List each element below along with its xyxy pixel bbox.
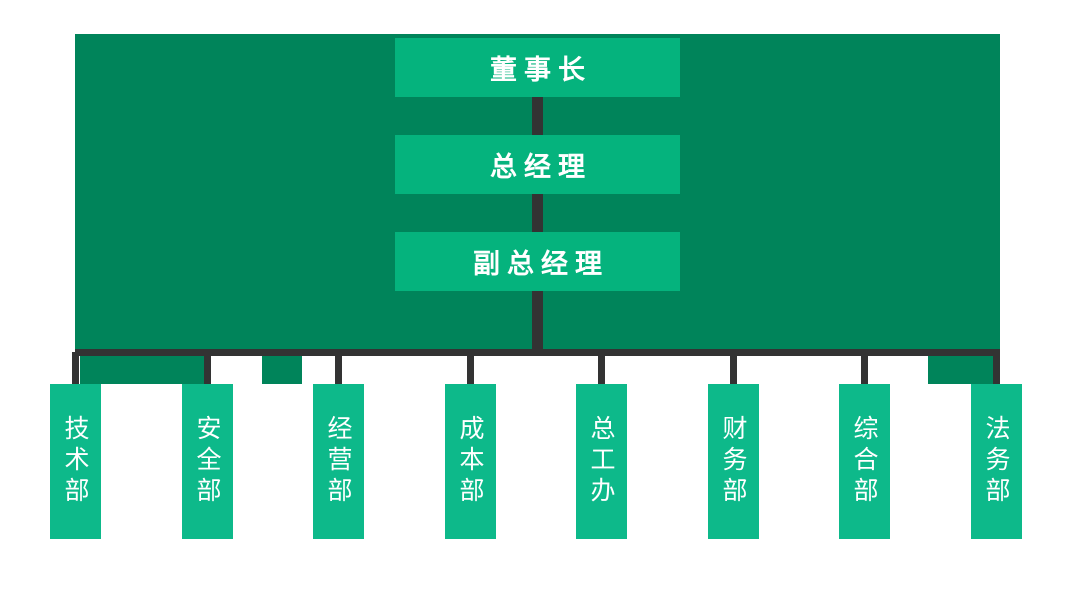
node-deputy-general-manager[interactable]: 副总经理 <box>395 232 680 291</box>
connector-drop-finance <box>730 352 737 388</box>
connector-drop-cost <box>467 352 474 388</box>
connector-general-manager-to-deputy <box>532 194 543 232</box>
connector-chairman-to-general-manager <box>532 97 543 135</box>
department-bus-line <box>75 349 1000 356</box>
node-department-general-affairs[interactable]: 综合部 <box>839 384 890 539</box>
connector-drop-general-affairs <box>861 352 868 388</box>
connector-drop-safety <box>204 352 211 388</box>
department-label: 安全部 <box>193 415 222 508</box>
connector-drop-legal <box>993 352 1000 388</box>
node-department-legal[interactable]: 法务部 <box>971 384 1022 539</box>
node-chairman[interactable]: 董事长 <box>395 38 680 97</box>
panel-overhang-block-left <box>80 354 205 384</box>
node-department-operations[interactable]: 经营部 <box>313 384 364 539</box>
department-label: 法务部 <box>982 415 1011 508</box>
node-department-cost[interactable]: 成本部 <box>445 384 496 539</box>
node-department-safety[interactable]: 安全部 <box>182 384 233 539</box>
connector-deputy-to-bus <box>532 291 543 355</box>
connector-drop-chief-engineer-office <box>598 352 605 388</box>
node-general-manager[interactable]: 总经理 <box>395 135 680 194</box>
department-label: 总工办 <box>587 415 616 508</box>
node-department-finance[interactable]: 财务部 <box>708 384 759 539</box>
connector-drop-technology <box>72 352 79 388</box>
department-label: 成本部 <box>456 415 485 508</box>
department-label: 技术部 <box>61 415 90 508</box>
connector-drop-operations <box>335 352 342 388</box>
node-department-technology[interactable]: 技术部 <box>50 384 101 539</box>
department-label: 财务部 <box>719 415 748 508</box>
department-label: 经营部 <box>324 415 353 508</box>
node-department-chief-engineer-office[interactable]: 总工办 <box>576 384 627 539</box>
department-label: 综合部 <box>850 415 879 508</box>
panel-overhang-block-right <box>928 354 1000 384</box>
panel-overhang-block-middle <box>262 354 302 384</box>
